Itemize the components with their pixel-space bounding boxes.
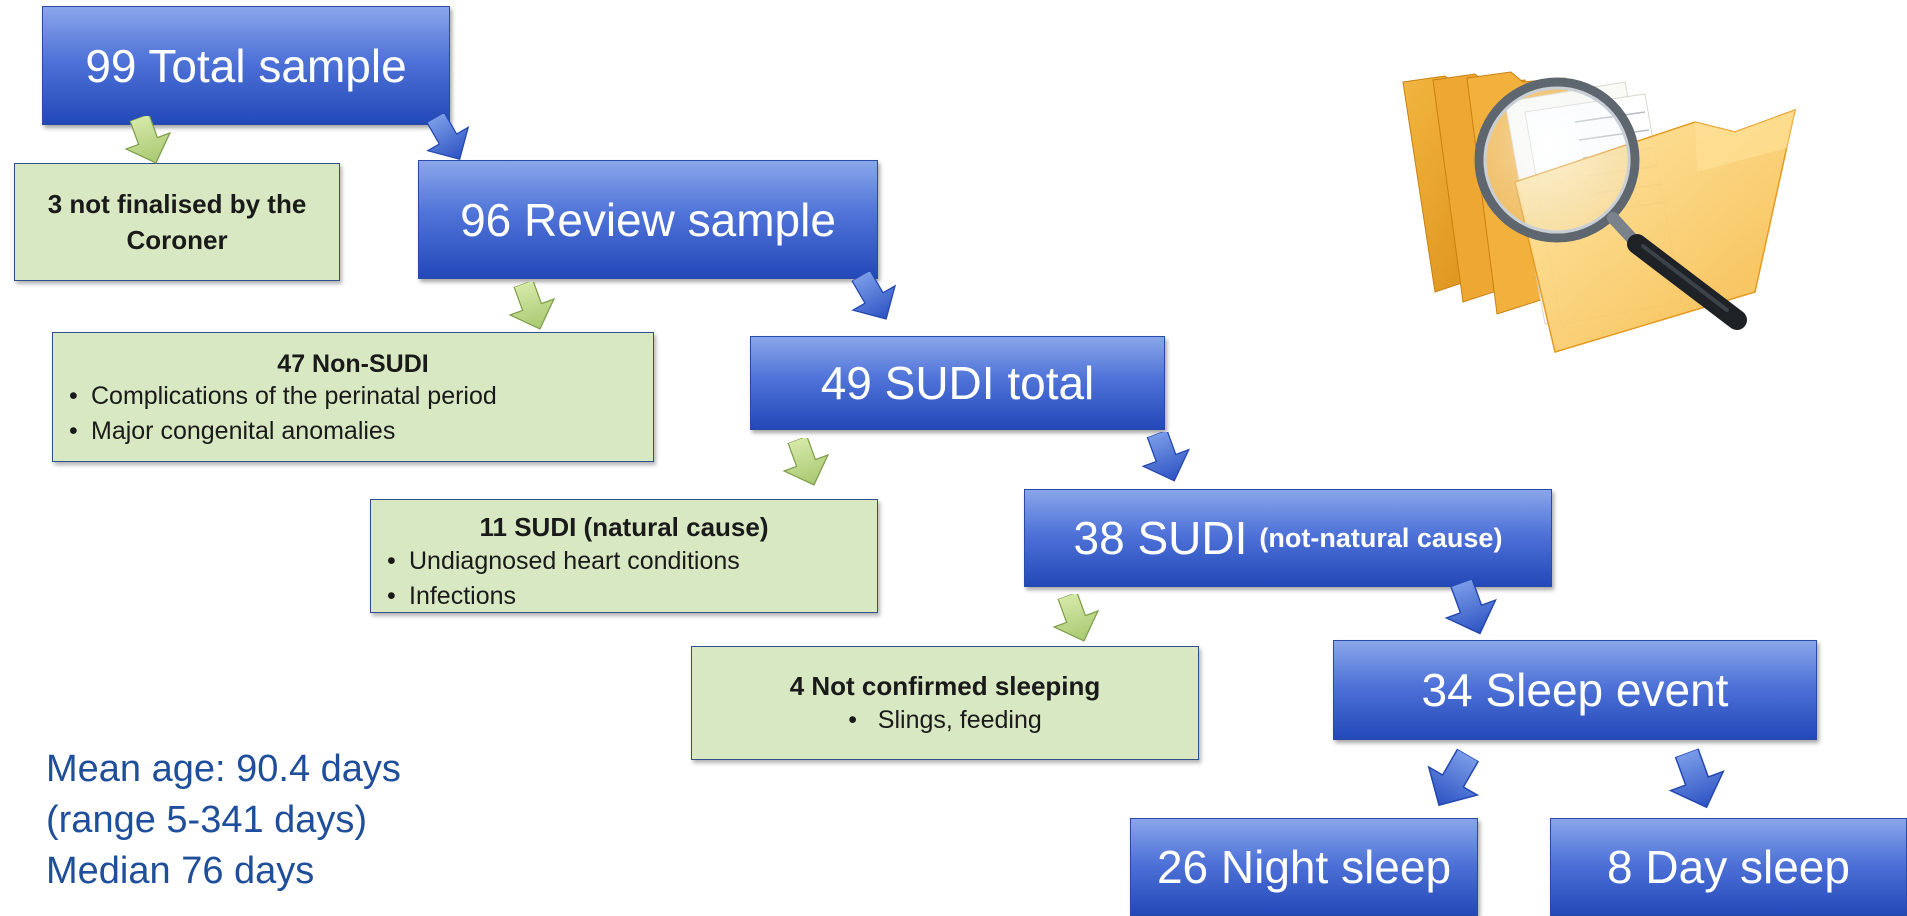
total-sample-box: 99 Total sample [42,6,450,125]
folder-magnifier-icon [1402,71,1797,353]
sudi-total-label: 49 SUDI total [820,357,1095,409]
not-natural-cause-qualifier: (not-natural cause) [1259,522,1503,553]
arrow-to-natural-cause [776,438,836,488]
arrow-to-night-sleep [1423,748,1483,814]
list-item: Major congenital anomalies [53,414,653,449]
sudi-total-box: 49 SUDI total [750,336,1165,430]
natural-cause-list: Undiagnosed heart conditions Infections [371,544,877,614]
review-sample-box: 96 Review sample [418,160,878,279]
day-sleep-box: 8 Day sleep [1550,818,1907,916]
not-natural-cause-box: 38 SUDI (not-natural cause) [1024,489,1552,587]
total-sample-label: 99 Total sample [85,39,407,92]
arrow-to-not-finalised [118,116,178,166]
not-finalised-box: 3 not finalised by the Coroner [14,163,340,281]
non-sudi-list: Complications of the perinatal period Ma… [53,379,653,449]
day-sleep-label: 8 Day sleep [1607,841,1850,893]
arrow-to-not-confirmed-sleeping [1046,594,1106,644]
arrow-to-review-sample [420,114,476,164]
review-sample-label: 96 Review sample [460,193,836,246]
non-sudi-box: 47 Non-SUDI Complications of the perinat… [52,332,654,462]
not-confirmed-sleeping-item: • Slings, feeding [692,703,1198,737]
not-finalised-label: 3 not finalised by the Coroner [47,189,307,255]
natural-cause-box: 11 SUDI (natural cause) Undiagnosed hear… [370,499,878,614]
not-confirmed-sleeping-heading: 4 Not confirmed sleeping [789,671,1101,701]
bullet-icon: • [848,706,878,734]
night-sleep-box: 26 Night sleep [1130,818,1478,916]
age-range-text: (range 5-341 days) [46,799,368,841]
arrow-to-sudi-total [846,272,902,324]
non-sudi-heading: 47 Non-SUDI [277,350,429,378]
age-statistics: Mean age: 90.4 days (range 5-341 days) M… [46,744,401,897]
arrow-to-day-sleep [1667,748,1727,814]
list-item: Infections [371,579,877,614]
mean-age-text: Mean age: 90.4 days [46,748,401,790]
not-natural-cause-main: 38 SUDI [1073,512,1248,564]
list-item: Undiagnosed heart conditions [371,544,877,579]
median-age-text: Median 76 days [46,850,315,892]
list-item: Complications of the perinatal period [53,379,653,414]
list-item: Slings, feeding [877,706,1042,734]
natural-cause-heading: 11 SUDI (natural cause) [479,512,769,542]
night-sleep-label: 26 Night sleep [1156,841,1452,893]
arrow-to-non-sudi [502,282,562,332]
not-confirmed-sleeping-box: 4 Not confirmed sleeping • Slings, feedi… [691,646,1199,760]
arrow-to-not-natural-cause [1138,432,1194,484]
arrow-to-sleep-event [1443,580,1499,638]
sleep-event-box: 34 Sleep event [1333,640,1817,740]
sleep-event-label: 34 Sleep event [1421,664,1729,716]
